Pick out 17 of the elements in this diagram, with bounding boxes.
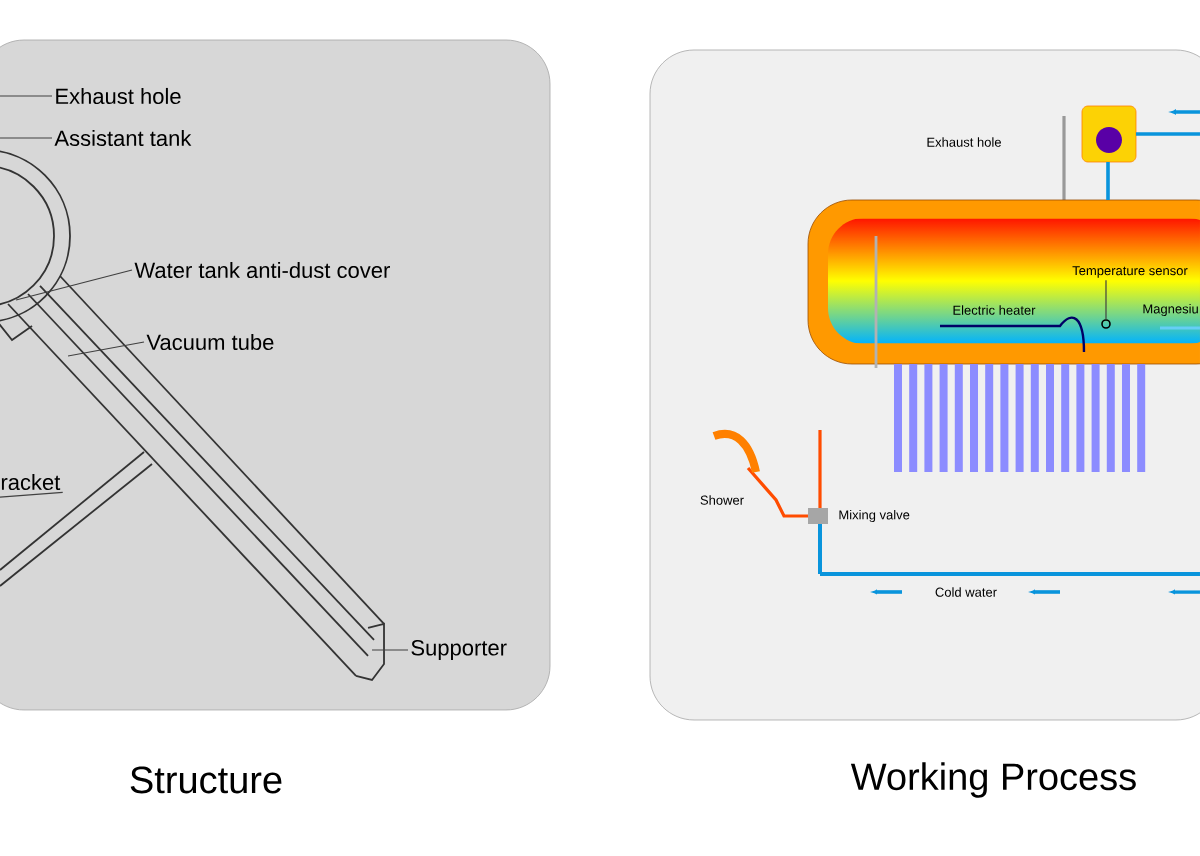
- sensor-symbol: [1101, 319, 1111, 329]
- panel-heading: Structure: [130, 766, 282, 794]
- part-label: Water tank anti-dust cover: [134, 261, 390, 279]
- leader-line: [15, 269, 133, 301]
- panel: [0, 39, 551, 711]
- leader-line: [0, 491, 64, 499]
- part-label: Exhaust hole: [56, 87, 181, 105]
- leader-line: [67, 341, 145, 357]
- leader-line: [0, 137, 53, 139]
- part-label: Supporter: [411, 640, 507, 660]
- leader-line: [371, 649, 409, 651]
- leader-line: [1105, 279, 1107, 320]
- part-label: racket: [1, 473, 61, 491]
- part-label: Assistant tank: [54, 129, 192, 147]
- leader-line: [0, 95, 53, 97]
- panel-heading: Working Process: [850, 762, 1136, 798]
- part-label: Vacuum tube: [146, 333, 274, 351]
